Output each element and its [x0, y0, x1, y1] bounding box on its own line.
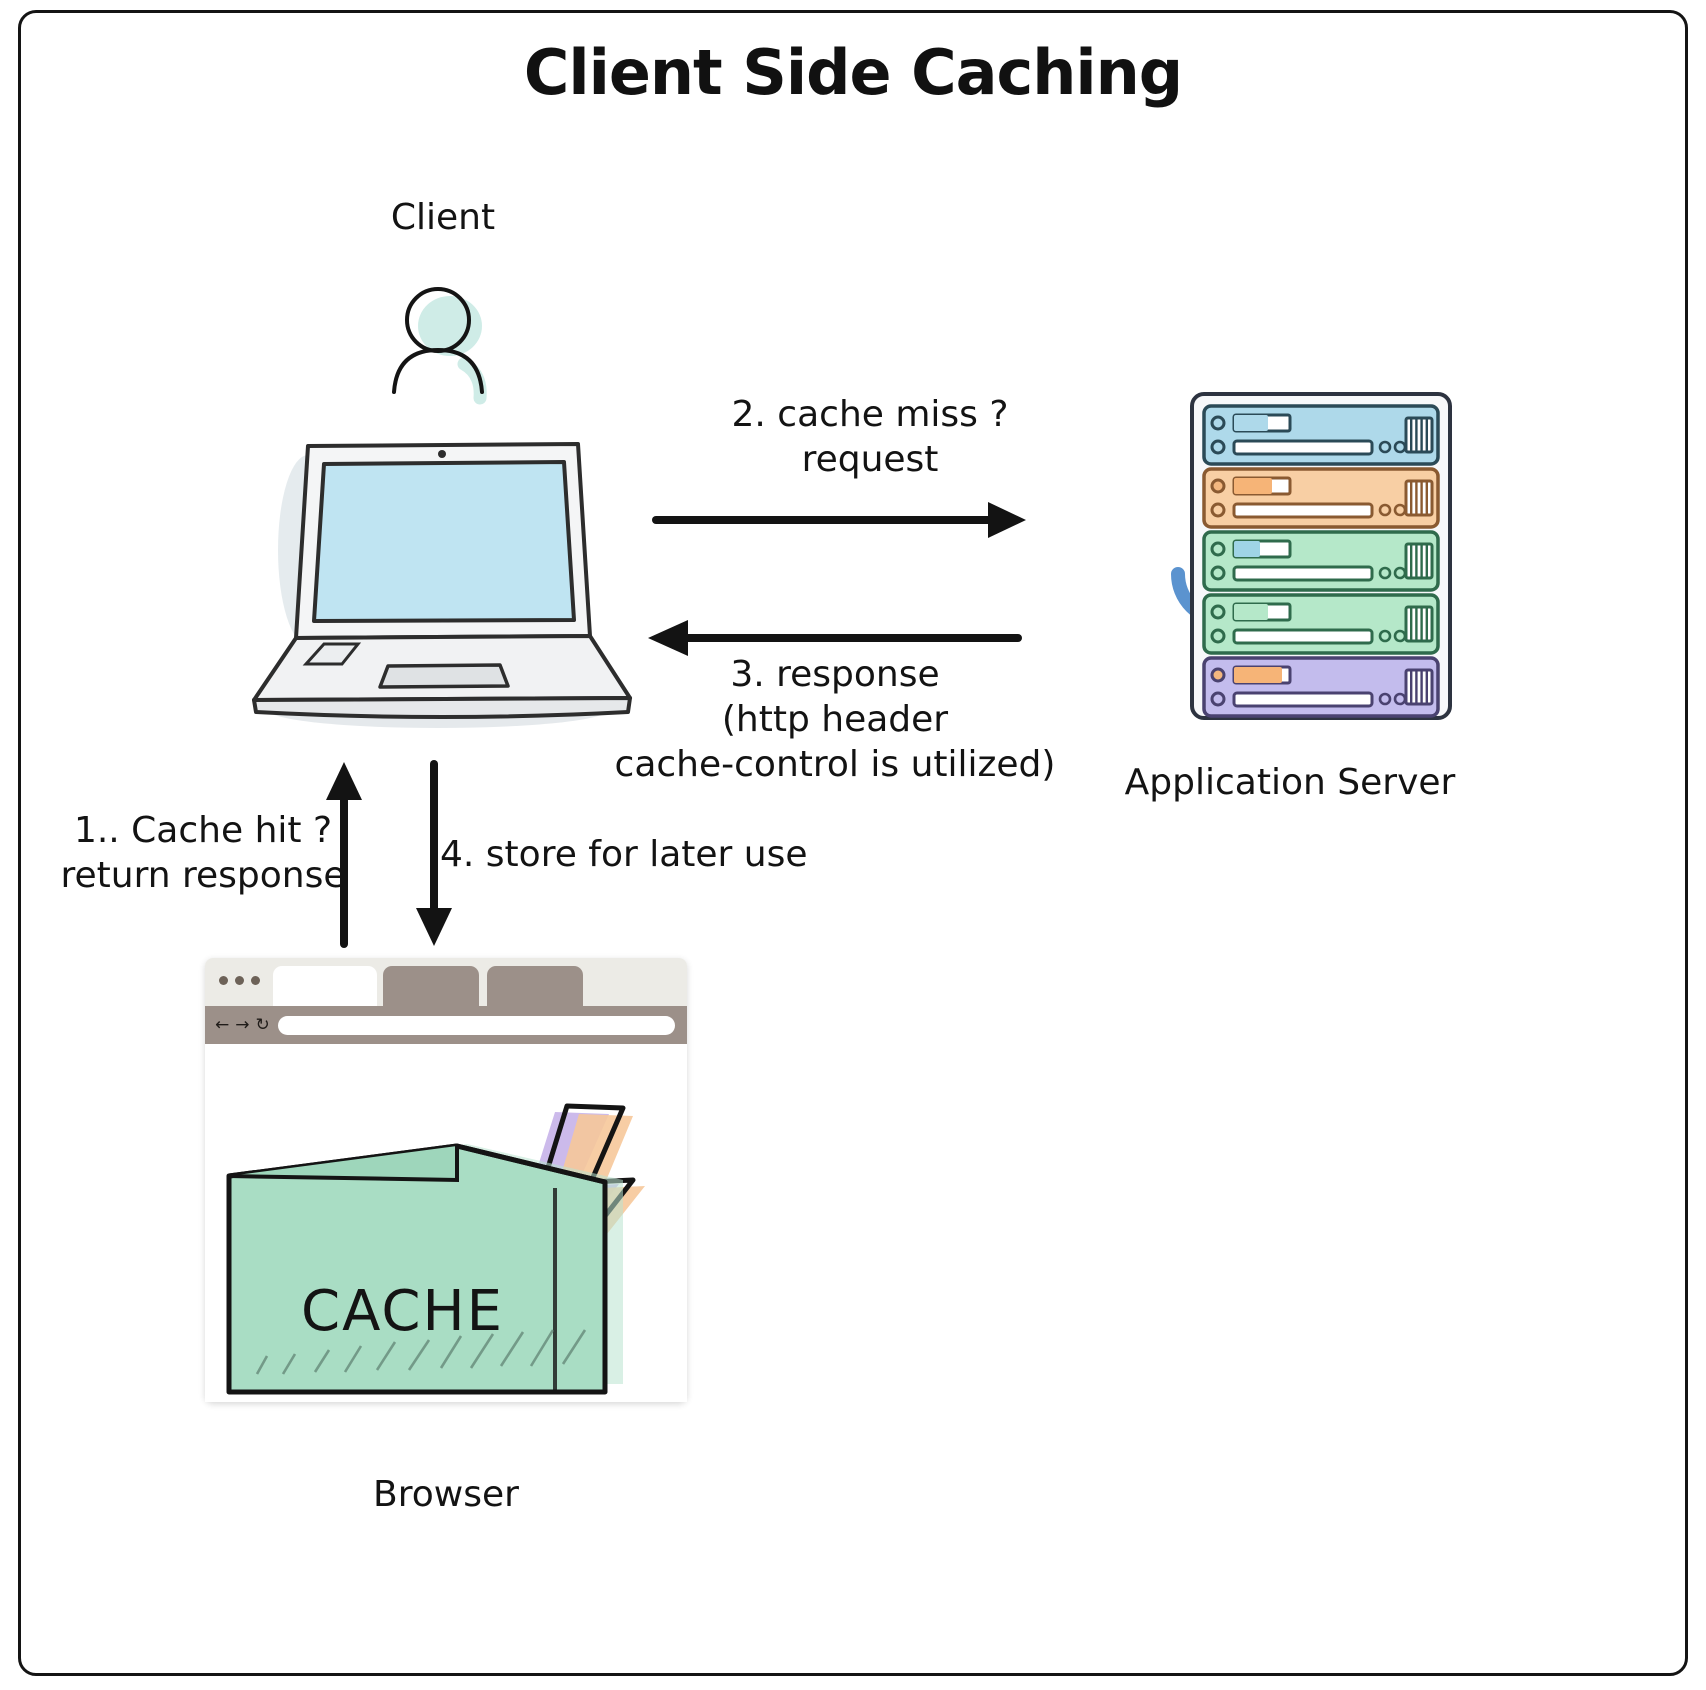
server-unit [1202, 530, 1440, 592]
led-icon [1210, 628, 1226, 644]
led-icon [1210, 667, 1226, 683]
back-arrow-icon[interactable]: ← [215, 1014, 230, 1035]
browser-tab-2[interactable] [383, 966, 479, 1006]
edge-label-response: 3. response (http header cache-control i… [614, 654, 1056, 785]
led-icon [1210, 478, 1226, 494]
page-title: Client Side Caching [523, 36, 1183, 109]
arrow-cache-hit [326, 762, 362, 948]
arrow-store [416, 760, 452, 946]
browser-toolbar: ← → ↻ [205, 1006, 687, 1044]
browser-content: CACHE [205, 1044, 687, 1402]
browser-label: Browser [373, 1474, 519, 1515]
server-unit [1202, 467, 1440, 529]
led-icon [1210, 691, 1226, 707]
led-icon [1210, 415, 1226, 431]
status-dot-icon [1378, 503, 1392, 517]
status-dot-icon [1378, 566, 1392, 580]
led-icon [1210, 439, 1226, 455]
led-icon [1210, 502, 1226, 518]
client-label: Client [390, 197, 496, 238]
vent-icon [1404, 668, 1434, 706]
reload-icon[interactable]: ↻ [255, 1014, 270, 1035]
window-dots-icon [219, 976, 260, 985]
arrow-request [652, 502, 1026, 538]
status-dot-icon [1378, 692, 1392, 706]
edge-label-cache-hit: 1.. Cache hit ? return response [60, 810, 346, 896]
url-input[interactable] [277, 1015, 675, 1035]
server-unit [1202, 593, 1440, 655]
led-icon [1210, 541, 1226, 557]
browser-window-icon: ← → ↻ [205, 958, 687, 1402]
edge-label-store: 4. store for later use [440, 834, 808, 875]
server-unit [1202, 404, 1440, 466]
browser-nav-icons: ← → ↻ [215, 1014, 270, 1035]
arrow-response [648, 620, 1022, 656]
vent-icon [1404, 605, 1434, 643]
status-dot-icon [1378, 440, 1392, 454]
vent-icon [1404, 479, 1434, 517]
server-label: Application Server [1124, 762, 1456, 803]
edge-label-request: 2. cache miss ? request [731, 394, 1009, 480]
browser-tab-active[interactable] [273, 966, 377, 1006]
led-icon [1210, 604, 1226, 620]
led-icon [1210, 565, 1226, 581]
browser-chrome [205, 958, 687, 1006]
vent-icon [1404, 416, 1434, 454]
laptop-icon [238, 430, 648, 730]
server-rack-icon [1118, 388, 1458, 728]
status-dot-icon [1378, 629, 1392, 643]
person-icon [372, 268, 512, 408]
cache-box-label: CACHE [301, 1279, 504, 1344]
cache-box-icon: CACHE [226, 1143, 623, 1395]
vent-icon [1404, 542, 1434, 580]
browser-tab-3[interactable] [487, 966, 583, 1006]
server-unit [1202, 656, 1440, 718]
forward-arrow-icon[interactable]: → [235, 1014, 250, 1035]
